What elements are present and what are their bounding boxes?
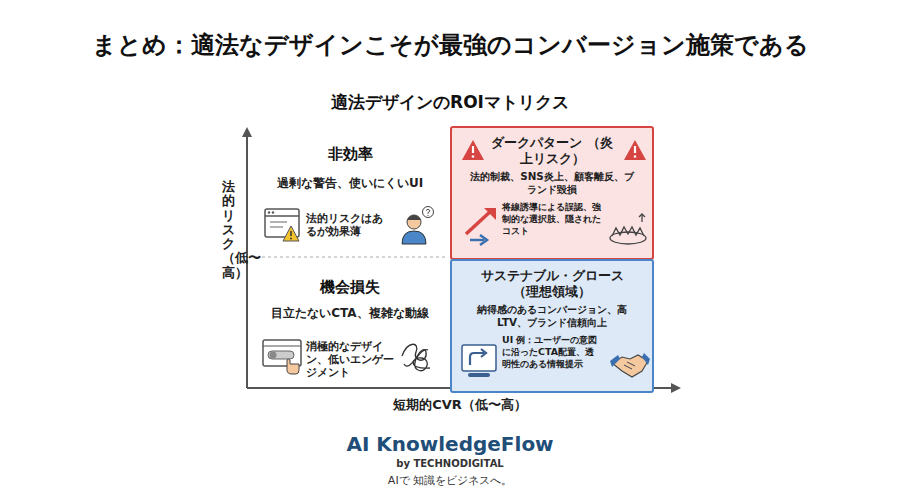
risk-quadrant: ダークパターン （炎上リスク） 法的制裁、SNS炎上、顧客離反、ブランド毀損将線誘… xyxy=(450,126,654,260)
title: まとめ：適法なデザインこそが最強のコンバージョン施策である xyxy=(0,30,900,60)
box-note: 将線誘導による誤認、強制的な選択肢、隠されたコスト xyxy=(502,201,602,236)
quadrant-title: 非効率 xyxy=(260,145,440,164)
box-note: UI 例：ユーザーの意図に沿ったCTA配置、透明性のある情報提示 xyxy=(502,334,602,369)
icon-note: 消極的なデザイン、低いエンゲージメント xyxy=(306,340,396,379)
brand-sub: by TECHNODIGITAL xyxy=(300,458,600,471)
box-text: 法的制裁、SNS炎上、顧客離反、ブランド毀損 xyxy=(458,170,646,196)
axis-label: 法的リスク（低〜高） xyxy=(222,180,235,280)
box-heading: サステナブル・グロース （理想領域） xyxy=(466,268,638,299)
quadrant-title: 機会損失 xyxy=(260,278,440,297)
subtitle: 適法デザインのROIマトリクス xyxy=(250,92,650,113)
tagline: AIで 知識をビジネスへ。 xyxy=(300,474,600,488)
box-text: 納得感のあるコンバージョン、高LTV、ブランド信頼向上 xyxy=(458,303,646,329)
quadrant-text: 過剰な警告、使いにくいUI xyxy=(255,176,445,191)
ideal-quadrant: サステナブル・グロース （理想領域） 納得感のあるコンバージョン、高LTV、ブラン… xyxy=(450,259,654,393)
icon-note: 法的リスクはあるが効果薄 xyxy=(306,212,392,238)
axis-label: 短期的CVR（低〜高） xyxy=(340,397,580,413)
box-heading: ダークパターン （炎上リスク） xyxy=(487,135,617,166)
quadrant-text: 目立たないCTA、複雑な動線 xyxy=(255,306,445,321)
brand-name: AI KnowledgeFlow xyxy=(270,432,630,457)
